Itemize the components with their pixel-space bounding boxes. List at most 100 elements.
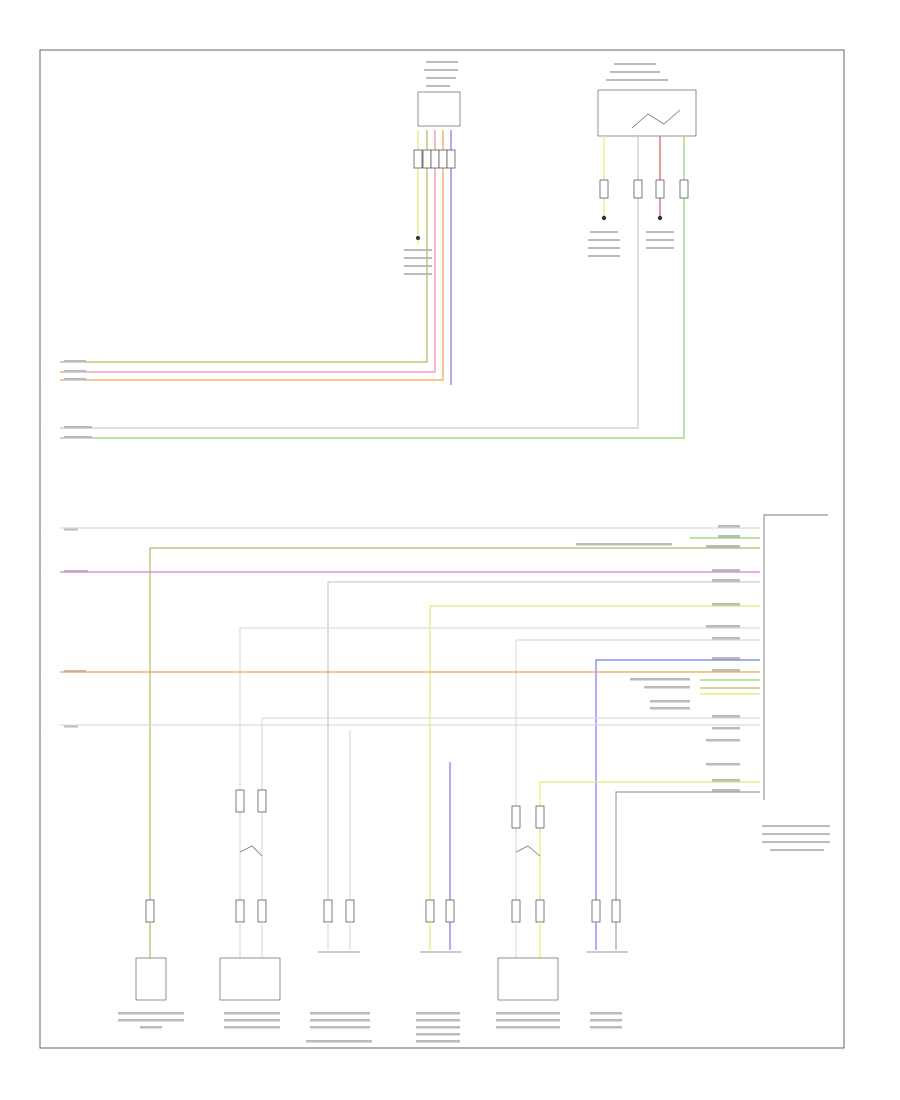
label-block-9 xyxy=(64,725,78,728)
label-block-3 xyxy=(64,378,86,381)
bottom-component-4-label xyxy=(416,1012,460,1015)
splice-a xyxy=(416,236,420,240)
top-module-a-body xyxy=(417,91,461,127)
bottom-component-4-label-3 xyxy=(416,1026,460,1029)
bus-wires xyxy=(60,527,760,905)
connector-a1 xyxy=(413,149,423,169)
pin-label-3 xyxy=(576,543,672,546)
connector-c2d xyxy=(257,899,267,923)
connector-c6b xyxy=(611,899,621,923)
connector-b4 xyxy=(679,179,689,199)
label-block-4 xyxy=(64,426,92,429)
switch-symbol xyxy=(631,109,681,129)
bus-olive-long xyxy=(149,547,760,905)
connector-c5c xyxy=(511,899,521,923)
bottom-component-6-label-2 xyxy=(590,1019,622,1022)
bottom-component-5-label-2 xyxy=(496,1019,560,1022)
bottom-component-4-label-4 xyxy=(416,1033,460,1036)
bottom-component-1 xyxy=(118,899,184,1029)
diagram-border xyxy=(39,49,845,1049)
pin-label-7 xyxy=(712,603,740,606)
ref-5: · xyxy=(46,437,47,441)
bottom-component-5-label xyxy=(496,1012,560,1015)
pin-label-16 xyxy=(712,715,740,718)
bus-yellow xyxy=(429,605,760,905)
pin-label-18 xyxy=(706,739,740,742)
splice-b2 xyxy=(657,215,663,221)
bottom-component-6-label-3 xyxy=(590,1026,622,1029)
wire-pink-a3 xyxy=(60,130,436,373)
control-module-outline xyxy=(763,514,828,800)
pin-label xyxy=(718,525,740,528)
pin-label-2 xyxy=(718,535,740,538)
ref-2: · xyxy=(46,371,47,375)
connector-a5 xyxy=(446,149,456,169)
ref-6: · xyxy=(46,529,47,533)
bottom-component-1-label xyxy=(118,1012,184,1015)
bottom-component-1-label-2 xyxy=(118,1019,184,1022)
control-module xyxy=(762,514,830,851)
bottom-component-2-body xyxy=(219,957,281,1001)
bottom-component-2-label-3 xyxy=(224,1026,280,1029)
bottom-component-4 xyxy=(416,899,462,1043)
connector-c3b xyxy=(345,899,355,923)
connector-c2c xyxy=(235,899,245,923)
wire-orange-a4 xyxy=(60,130,444,381)
ref-9: · xyxy=(46,727,47,731)
splice-b1 xyxy=(601,215,607,221)
ref-8: · xyxy=(46,672,47,676)
pin-label-10 xyxy=(712,657,740,660)
bottom-component-5-label-3 xyxy=(496,1026,560,1029)
label-block xyxy=(64,360,86,363)
pin-label-13 xyxy=(644,686,690,689)
connector-c5a xyxy=(511,805,521,829)
connector-a4 xyxy=(438,149,448,169)
pin-label-9 xyxy=(712,637,740,640)
connector-b2 xyxy=(633,179,643,199)
bottom-component-3-label-2 xyxy=(310,1019,370,1022)
connector-c4b xyxy=(445,899,455,923)
connector-a3 xyxy=(430,149,440,169)
connector-c3a xyxy=(323,899,333,923)
label-block-5 xyxy=(64,436,92,439)
wire-olive-a2 xyxy=(60,130,428,363)
bus-white-3 xyxy=(239,627,760,905)
connector-c4a xyxy=(425,899,435,923)
pin-label-11 xyxy=(712,669,740,672)
switch-c5-symbol xyxy=(515,845,541,857)
top-module-b xyxy=(60,63,697,439)
pin-label-8 xyxy=(706,625,740,628)
connector-c2b xyxy=(257,789,267,813)
bottom-component-4-label-5 xyxy=(416,1040,460,1043)
bottom-component-6 xyxy=(586,899,628,1029)
bottom-component-3-label-3 xyxy=(310,1026,370,1029)
bus-white-6 xyxy=(261,717,760,905)
connector-b3 xyxy=(655,179,665,199)
label-block-2 xyxy=(64,370,86,373)
wire-green-b4 xyxy=(60,136,685,439)
bottom-component-5 xyxy=(496,805,560,1029)
left-wire-labels xyxy=(64,360,92,728)
bottom-component-4-label-2 xyxy=(416,1019,460,1022)
connector-a2 xyxy=(422,149,432,169)
pin-label-17 xyxy=(712,727,740,730)
bottom-component-5-body xyxy=(497,957,559,1001)
pin-label-20 xyxy=(712,779,740,782)
pin-label-14 xyxy=(650,700,690,703)
bottom-component-3-label-4 xyxy=(306,1040,372,1043)
ref-4: · xyxy=(46,427,47,431)
bus-gray xyxy=(615,791,760,905)
bottom-component-3-label xyxy=(310,1012,370,1015)
bottom-component-6-label xyxy=(590,1012,622,1015)
pin-label-19 xyxy=(706,763,740,766)
bottom-component-2-label-2 xyxy=(224,1019,280,1022)
label-block-7 xyxy=(64,570,88,573)
connector-b1 xyxy=(599,179,609,199)
top-module-b-body xyxy=(597,89,697,137)
bus-blue-1 xyxy=(595,659,760,905)
bottom-component-2-label xyxy=(224,1012,280,1015)
ref-3: · xyxy=(46,381,47,385)
bus-yellow-3 xyxy=(539,781,760,905)
connector-c6a xyxy=(591,899,601,923)
